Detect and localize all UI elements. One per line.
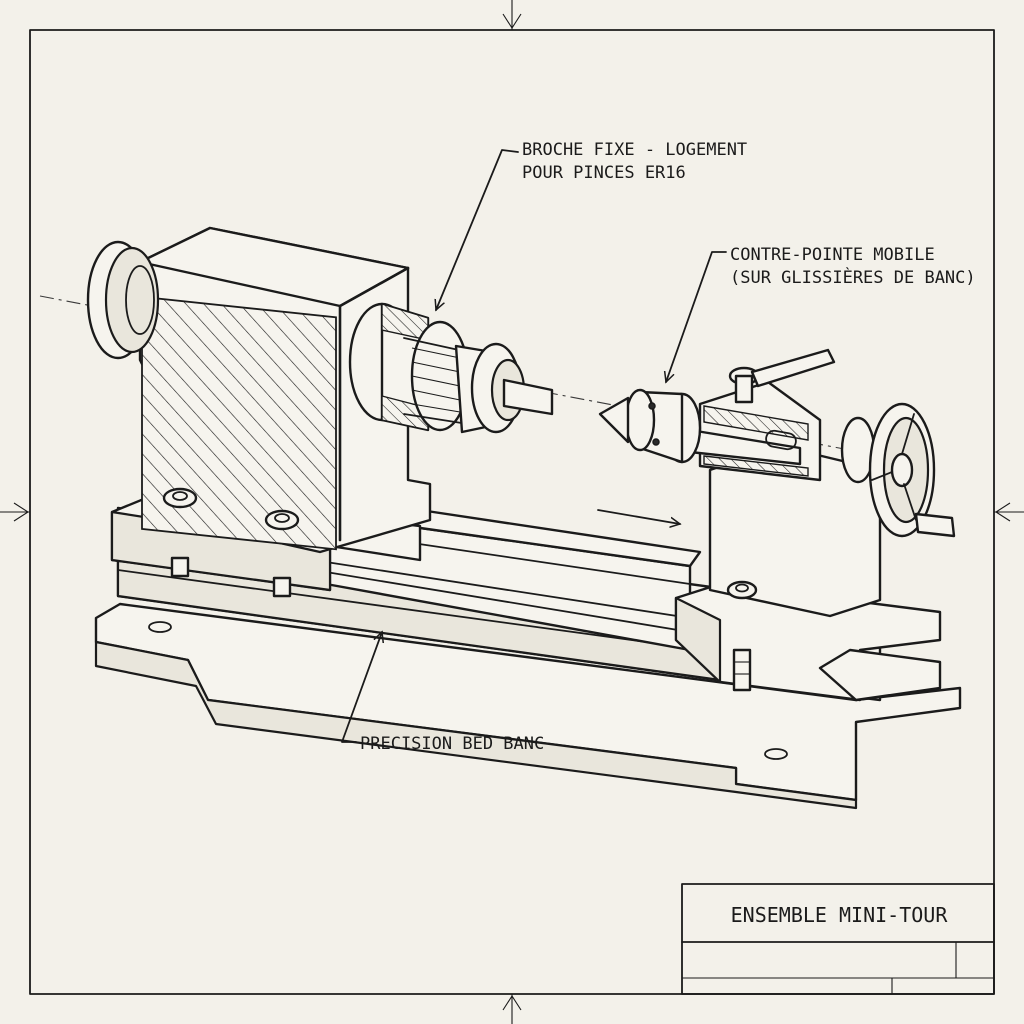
callout-bed: PRECISION BED BANC bbox=[341, 632, 544, 754]
headstock-section-hatch bbox=[141, 295, 337, 551]
callout-tailstock-line1: CONTRE-POINTE MOBILE bbox=[730, 245, 935, 265]
title-block: ENSEMBLE MINI-TOUR bbox=[681, 883, 995, 995]
callout-bed-label: PRECISION BED BANC bbox=[360, 734, 544, 754]
callout-spindle-line1: BROCHE FIXE - LOGEMENT bbox=[522, 140, 747, 160]
spindle-er16-collet bbox=[348, 302, 554, 434]
headstock-bolt-left bbox=[162, 487, 198, 578]
center-mark-right bbox=[994, 502, 1024, 522]
tailstock-travel-arrow bbox=[597, 509, 680, 524]
base-mount-hole-left bbox=[148, 621, 172, 633]
tailstock-lock-lever bbox=[728, 348, 836, 404]
callout-spindle: BROCHE FIXE - LOGEMENT POUR PINCES ER16 bbox=[436, 140, 747, 310]
callout-tailstock-line2: (SUR GLISSIÈRES DE BANC) bbox=[730, 266, 976, 288]
collet-slots bbox=[411, 347, 461, 413]
title-block-title: ENSEMBLE MINI-TOUR bbox=[731, 903, 949, 927]
center-mark-bottom bbox=[502, 994, 522, 1024]
callout-spindle-line2: POUR PINCES ER16 bbox=[522, 163, 686, 183]
center-mark-left bbox=[0, 502, 30, 522]
tailstock bbox=[598, 348, 956, 702]
callout-tailstock: CONTRE-POINTE MOBILE (SUR GLISSIÈRES DE … bbox=[666, 245, 976, 382]
headstock-bolt-right bbox=[264, 509, 300, 598]
workpiece-stock bbox=[502, 378, 554, 416]
tailstock-handwheel bbox=[840, 402, 956, 538]
base-mount-hole-right bbox=[764, 748, 788, 760]
headstock bbox=[86, 226, 432, 598]
center-mark-top bbox=[502, 0, 522, 30]
tailstock-live-center bbox=[598, 388, 702, 464]
tailstock-bolt bbox=[726, 580, 758, 692]
